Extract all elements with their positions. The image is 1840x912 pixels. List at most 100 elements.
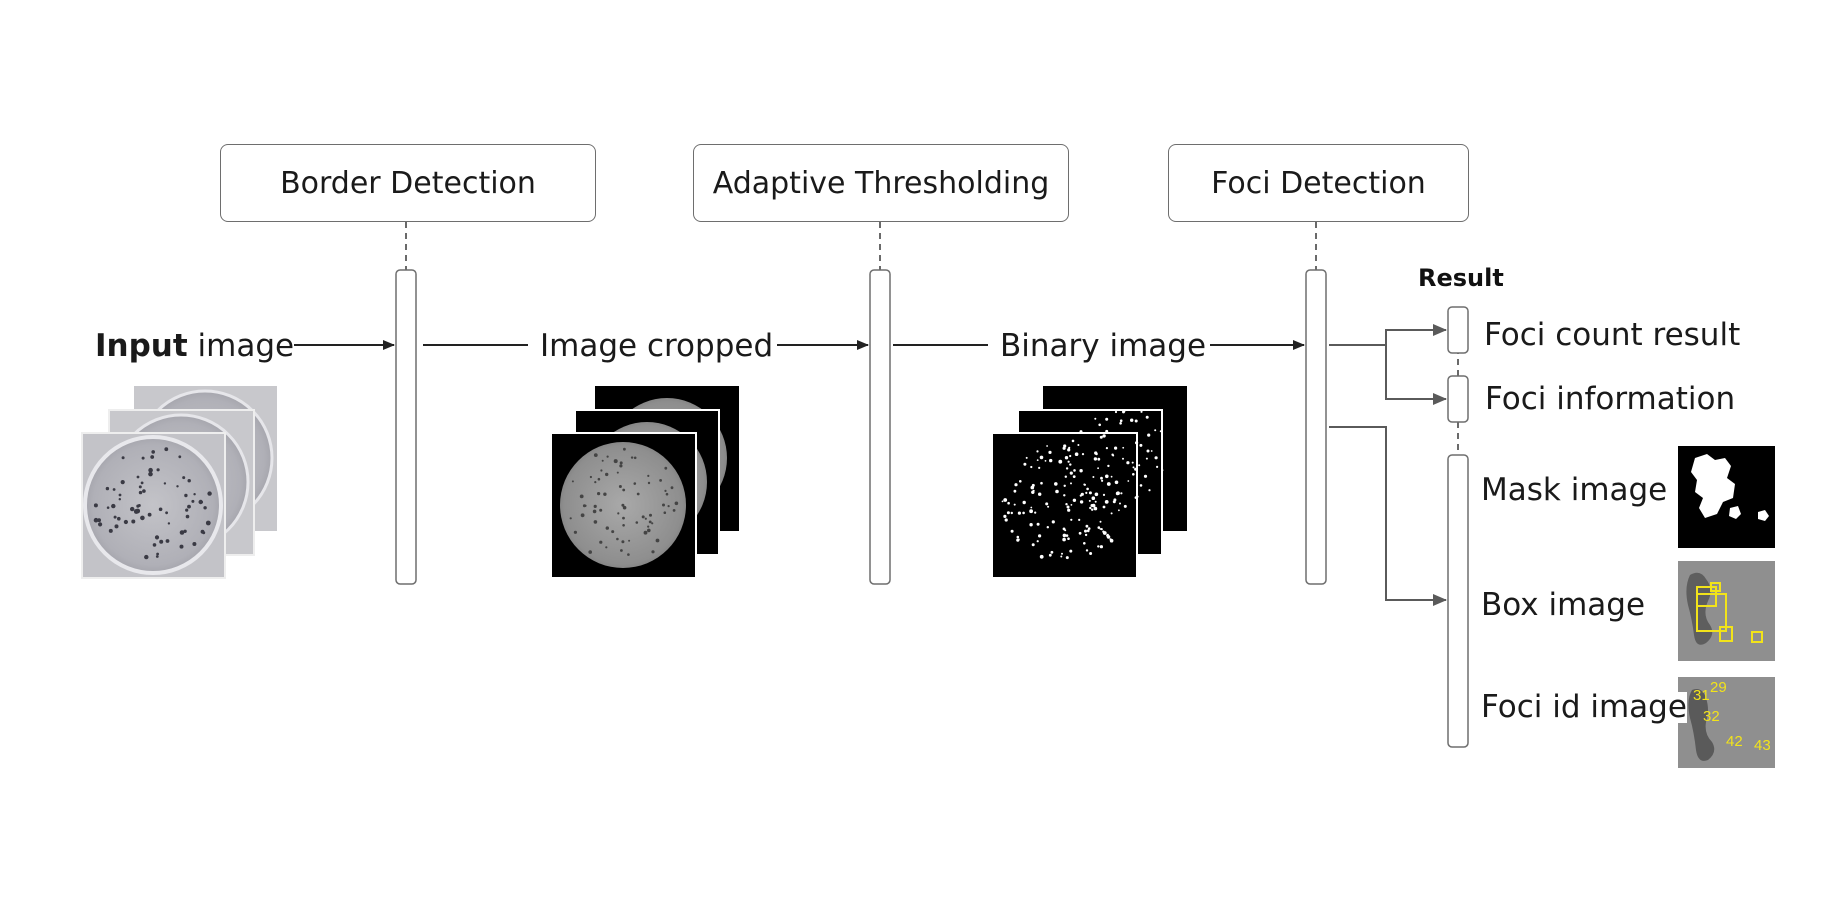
cropped-colony-dot <box>582 504 586 508</box>
cropped-colony-dot <box>588 550 592 554</box>
plate-colony-dot <box>152 543 157 547</box>
binary-foci-dot <box>1084 529 1087 533</box>
binary-foci-dot <box>1065 534 1069 537</box>
binary-foci-dot <box>1100 476 1103 480</box>
binary-foci-dot <box>1086 487 1089 491</box>
binary-foci-dot <box>1134 496 1138 499</box>
adaptive-thresholding-label: Adaptive Thresholding <box>712 165 1050 201</box>
cropped-colony-dot <box>647 525 650 528</box>
binary-foci-dot <box>1062 527 1066 531</box>
plate-colony-dot <box>148 467 153 473</box>
plate-colony-dot <box>156 468 160 472</box>
plate-colony-dot <box>154 535 160 540</box>
plate-colony-dot <box>141 456 145 460</box>
binary-foci-dot <box>1130 418 1134 422</box>
binary-foci-dot <box>1003 514 1007 519</box>
binary-foci-dot <box>1069 454 1072 458</box>
binary-foci-dot <box>1064 475 1068 478</box>
binary-foci-dot <box>1046 445 1048 447</box>
binary-foci-dot <box>1156 465 1159 468</box>
foci-count-result-label: Foci count result <box>1484 317 1741 353</box>
cropped-colony-dot <box>659 479 662 482</box>
binary-foci-dot <box>1038 466 1041 469</box>
binary-foci-dot <box>1046 526 1050 529</box>
binary-image-stack <box>991 386 1187 579</box>
binary-foci-dot <box>1072 498 1077 502</box>
binary-foci-dot <box>1066 505 1070 509</box>
binary-foci-dot <box>1069 471 1073 475</box>
input-bold-text: Input <box>95 328 188 364</box>
binary-foci-dot <box>1091 508 1094 511</box>
binary-foci-dot <box>1060 555 1063 558</box>
plate-colony-dot <box>121 456 125 460</box>
binary-foci-dot <box>1094 417 1097 420</box>
plate-colony-dot <box>120 480 125 485</box>
input-rest-text: image <box>187 328 295 364</box>
plate-colony-dot <box>111 503 116 509</box>
binary-foci-dot <box>1150 450 1153 452</box>
cropped-colony-dot <box>620 549 623 552</box>
border-detection-label: Border Detection <box>280 165 536 201</box>
binary-foci-dot <box>1097 545 1100 548</box>
plate-colony-dot <box>185 508 189 512</box>
binary-foci-dot <box>1148 489 1151 492</box>
binary-foci-dot <box>1146 449 1150 453</box>
plate-colony-dot <box>203 506 207 510</box>
binary-foci-dot <box>1019 480 1022 483</box>
cropped-colony-dot <box>619 464 623 468</box>
binary-foci-dot <box>1023 462 1027 466</box>
plate-colony-dot <box>156 552 160 556</box>
binary-foci-dot <box>1030 485 1035 490</box>
result-arrows <box>1329 324 1447 606</box>
binary-foci-dot <box>1101 479 1104 482</box>
binary-foci-dot <box>1067 460 1070 463</box>
cropped-colony-dot <box>667 505 670 508</box>
cropped-colony-dot <box>647 481 651 485</box>
cropped-colony-dot <box>597 477 601 481</box>
binary-foci-dot <box>1016 538 1020 542</box>
binary-foci-dot <box>1118 509 1120 512</box>
binary-foci-dot <box>1040 481 1043 485</box>
cropped-colony-dot <box>593 504 597 508</box>
binary-foci-dot <box>1065 503 1068 506</box>
binary-foci-dot <box>1062 533 1067 538</box>
binary-foci-dot <box>1063 484 1066 487</box>
cropped-colony-dot <box>633 456 637 460</box>
binary-foci-dot <box>1097 526 1101 529</box>
binary-foci-dot <box>1073 469 1076 472</box>
plate-colony-dot <box>135 508 141 514</box>
binary-foci-dot <box>1114 410 1118 414</box>
cropped-colony-dot <box>599 508 603 512</box>
input-image-stack <box>81 386 277 579</box>
binary-foci-dot <box>1159 430 1162 433</box>
binary-foci-dot <box>1061 552 1063 555</box>
cropped-colony-dot <box>617 512 620 515</box>
binary-foci-dot <box>1140 410 1143 413</box>
binary-foci-dot <box>1049 458 1053 463</box>
foci-id-number: 31 <box>1693 687 1710 704</box>
binary-foci-dot <box>1065 467 1069 470</box>
binary-foci-dot <box>1105 417 1109 421</box>
binary-foci-dot <box>1145 457 1148 460</box>
binary-foci-dot <box>1089 552 1093 555</box>
cropped-colony-dot <box>571 480 574 483</box>
binary-foci-dot <box>1105 474 1109 479</box>
plate-colony-dot <box>178 455 182 459</box>
plate-colony-dot <box>140 515 145 521</box>
plate-colony-dot <box>138 485 142 489</box>
binary-foci-dot <box>1102 531 1107 535</box>
binary-foci-dot <box>1051 520 1055 524</box>
binary-foci-dot <box>1063 494 1066 497</box>
binary-foci-dot <box>1030 506 1033 509</box>
plate-colony-dot <box>192 542 197 546</box>
plate-colony-dot <box>106 506 110 510</box>
plate-colony-dot <box>150 455 155 459</box>
foci-information-label: Foci information <box>1485 381 1736 417</box>
binary-foci-dot <box>1048 553 1052 557</box>
binary-foci-dot <box>1114 446 1118 450</box>
binary-foci-dot <box>1055 489 1059 494</box>
foci-detection-bar <box>1305 269 1327 585</box>
cropped-colony-dot <box>573 530 578 534</box>
binary-foci-dot <box>1070 518 1073 521</box>
